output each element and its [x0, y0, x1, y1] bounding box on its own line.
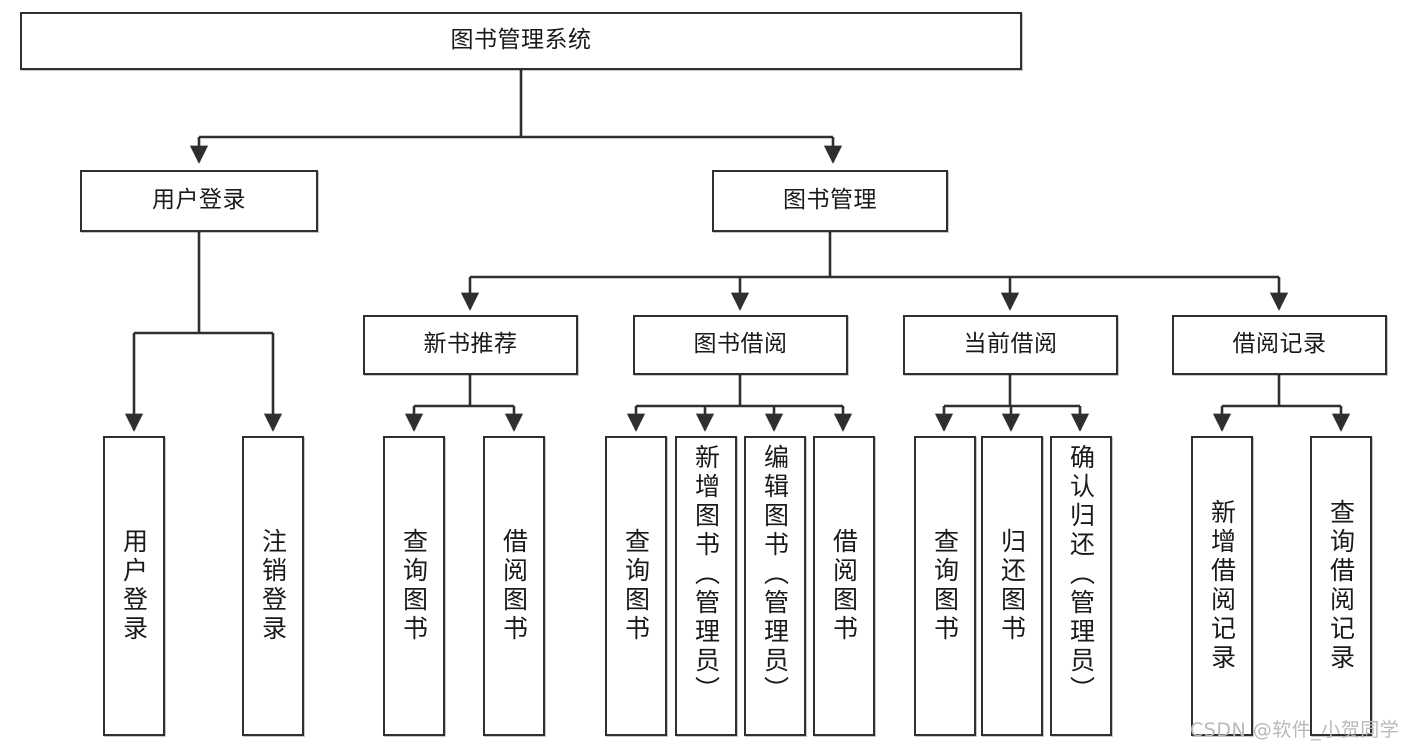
node-user-login-label: 用户登录 [152, 187, 246, 214]
node-leaf-return-book-label: 归还图书 [997, 528, 1027, 644]
node-book-management[interactable]: 图书管理 [712, 170, 948, 232]
node-leaf-query-book-current-label: 查询图书 [930, 528, 960, 644]
node-leaf-edit-book-admin[interactable]: 编辑图书（管理员） [744, 436, 806, 736]
node-current-borrow[interactable]: 当前借阅 [903, 315, 1118, 375]
node-leaf-borrow-book-recommend[interactable]: 借阅图书 [483, 436, 545, 736]
node-leaf-confirm-return-admin[interactable]: 确认归还（管理员） [1050, 436, 1112, 736]
node-leaf-query-book-current[interactable]: 查询图书 [914, 436, 976, 736]
node-user-login[interactable]: 用户登录 [80, 170, 318, 232]
node-leaf-borrow-book-recommend-label: 借阅图书 [499, 528, 529, 644]
node-new-book-recommend-label: 新书推荐 [423, 331, 518, 358]
node-leaf-edit-book-admin-label: 编辑图书（管理员） [760, 444, 790, 705]
node-leaf-query-borrow-record-label: 查询借阅记录 [1326, 499, 1356, 673]
node-root[interactable]: 图书管理系统 [20, 12, 1022, 70]
node-leaf-add-borrow-record-label: 新增借阅记录 [1207, 499, 1237, 673]
node-borrow-record-label: 借阅记录 [1232, 331, 1327, 358]
node-borrow-record[interactable]: 借阅记录 [1172, 315, 1387, 375]
node-current-borrow-label: 当前借阅 [963, 331, 1058, 358]
node-leaf-return-book[interactable]: 归还图书 [981, 436, 1043, 736]
node-leaf-query-borrow-record[interactable]: 查询借阅记录 [1310, 436, 1372, 736]
node-leaf-user-login-label: 用户登录 [119, 528, 149, 644]
node-book-borrow[interactable]: 图书借阅 [633, 315, 848, 375]
node-leaf-add-book-admin[interactable]: 新增图书（管理员） [675, 436, 737, 736]
node-root-label: 图书管理系统 [450, 27, 592, 54]
node-leaf-user-login[interactable]: 用户登录 [103, 436, 165, 736]
node-leaf-add-borrow-record[interactable]: 新增借阅记录 [1191, 436, 1253, 736]
node-leaf-query-book-recommend-label: 查询图书 [399, 528, 429, 644]
node-leaf-logout[interactable]: 注销登录 [242, 436, 304, 736]
node-leaf-query-book-borrow[interactable]: 查询图书 [605, 436, 667, 736]
node-book-management-label: 图书管理 [783, 187, 877, 214]
node-leaf-add-book-admin-label: 新增图书（管理员） [691, 444, 721, 705]
node-leaf-confirm-return-admin-label: 确认归还（管理员） [1066, 444, 1096, 705]
node-leaf-borrow-book[interactable]: 借阅图书 [813, 436, 875, 736]
node-new-book-recommend[interactable]: 新书推荐 [363, 315, 578, 375]
node-leaf-query-book-borrow-label: 查询图书 [621, 528, 651, 644]
csdn-watermark: CSDN @软件_小贺同学 [1190, 715, 1399, 742]
node-leaf-logout-label: 注销登录 [258, 528, 288, 644]
node-leaf-borrow-book-label: 借阅图书 [829, 528, 859, 644]
node-leaf-query-book-recommend[interactable]: 查询图书 [383, 436, 445, 736]
node-book-borrow-label: 图书借阅 [693, 331, 788, 358]
csdn-watermark-text: CSDN @软件_小贺同学 [1190, 719, 1400, 741]
